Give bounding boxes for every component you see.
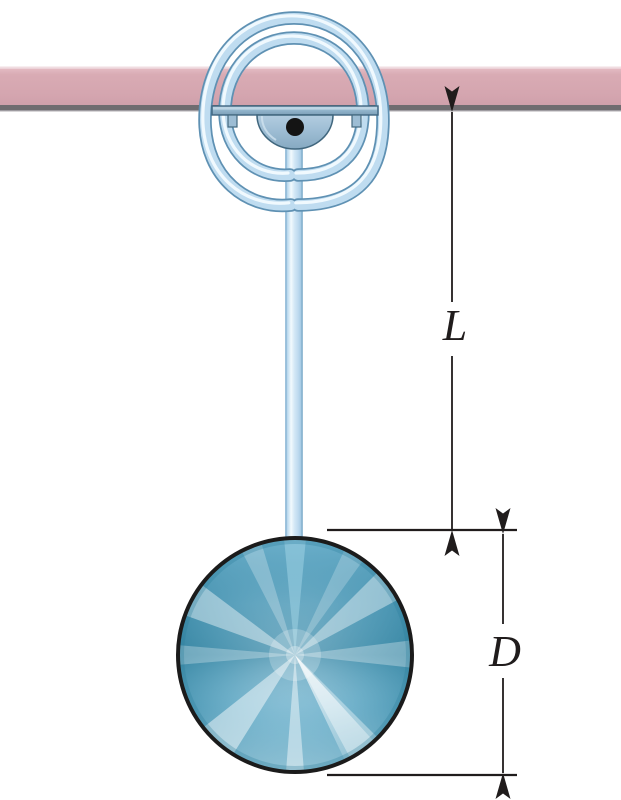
ceiling-top-edge xyxy=(0,66,621,69)
extension-lines xyxy=(327,528,517,777)
mount-plate-highlight xyxy=(213,107,377,110)
D-label: D xyxy=(488,627,521,676)
suspension-rod xyxy=(285,112,303,542)
mount-bolt-right xyxy=(351,114,362,128)
rod-left-edge xyxy=(285,112,287,542)
L-label-mask xyxy=(432,302,478,356)
L-label-visible: L xyxy=(442,301,467,350)
pivot-point-dot xyxy=(286,118,304,136)
rod-body xyxy=(286,112,302,542)
bearing-block-highlight xyxy=(260,115,277,141)
D-label-mask xyxy=(481,624,529,678)
ceiling-fill xyxy=(0,68,621,105)
torsion-spring-coil xyxy=(198,11,390,213)
disk-center-core xyxy=(286,646,304,664)
rod-right-edge xyxy=(301,112,303,542)
pivot-mount xyxy=(211,105,379,150)
coil-outer-highlight xyxy=(201,14,383,205)
mount-bolt-left xyxy=(227,114,238,128)
disk-shading xyxy=(178,538,412,772)
D-arrow-bottom xyxy=(495,773,511,799)
disk-center-glow xyxy=(269,629,321,681)
coil-inner-highlight xyxy=(221,34,363,175)
L-arrow-bottom xyxy=(444,530,460,556)
disk-outline xyxy=(176,536,414,774)
metal-disk xyxy=(176,536,414,774)
